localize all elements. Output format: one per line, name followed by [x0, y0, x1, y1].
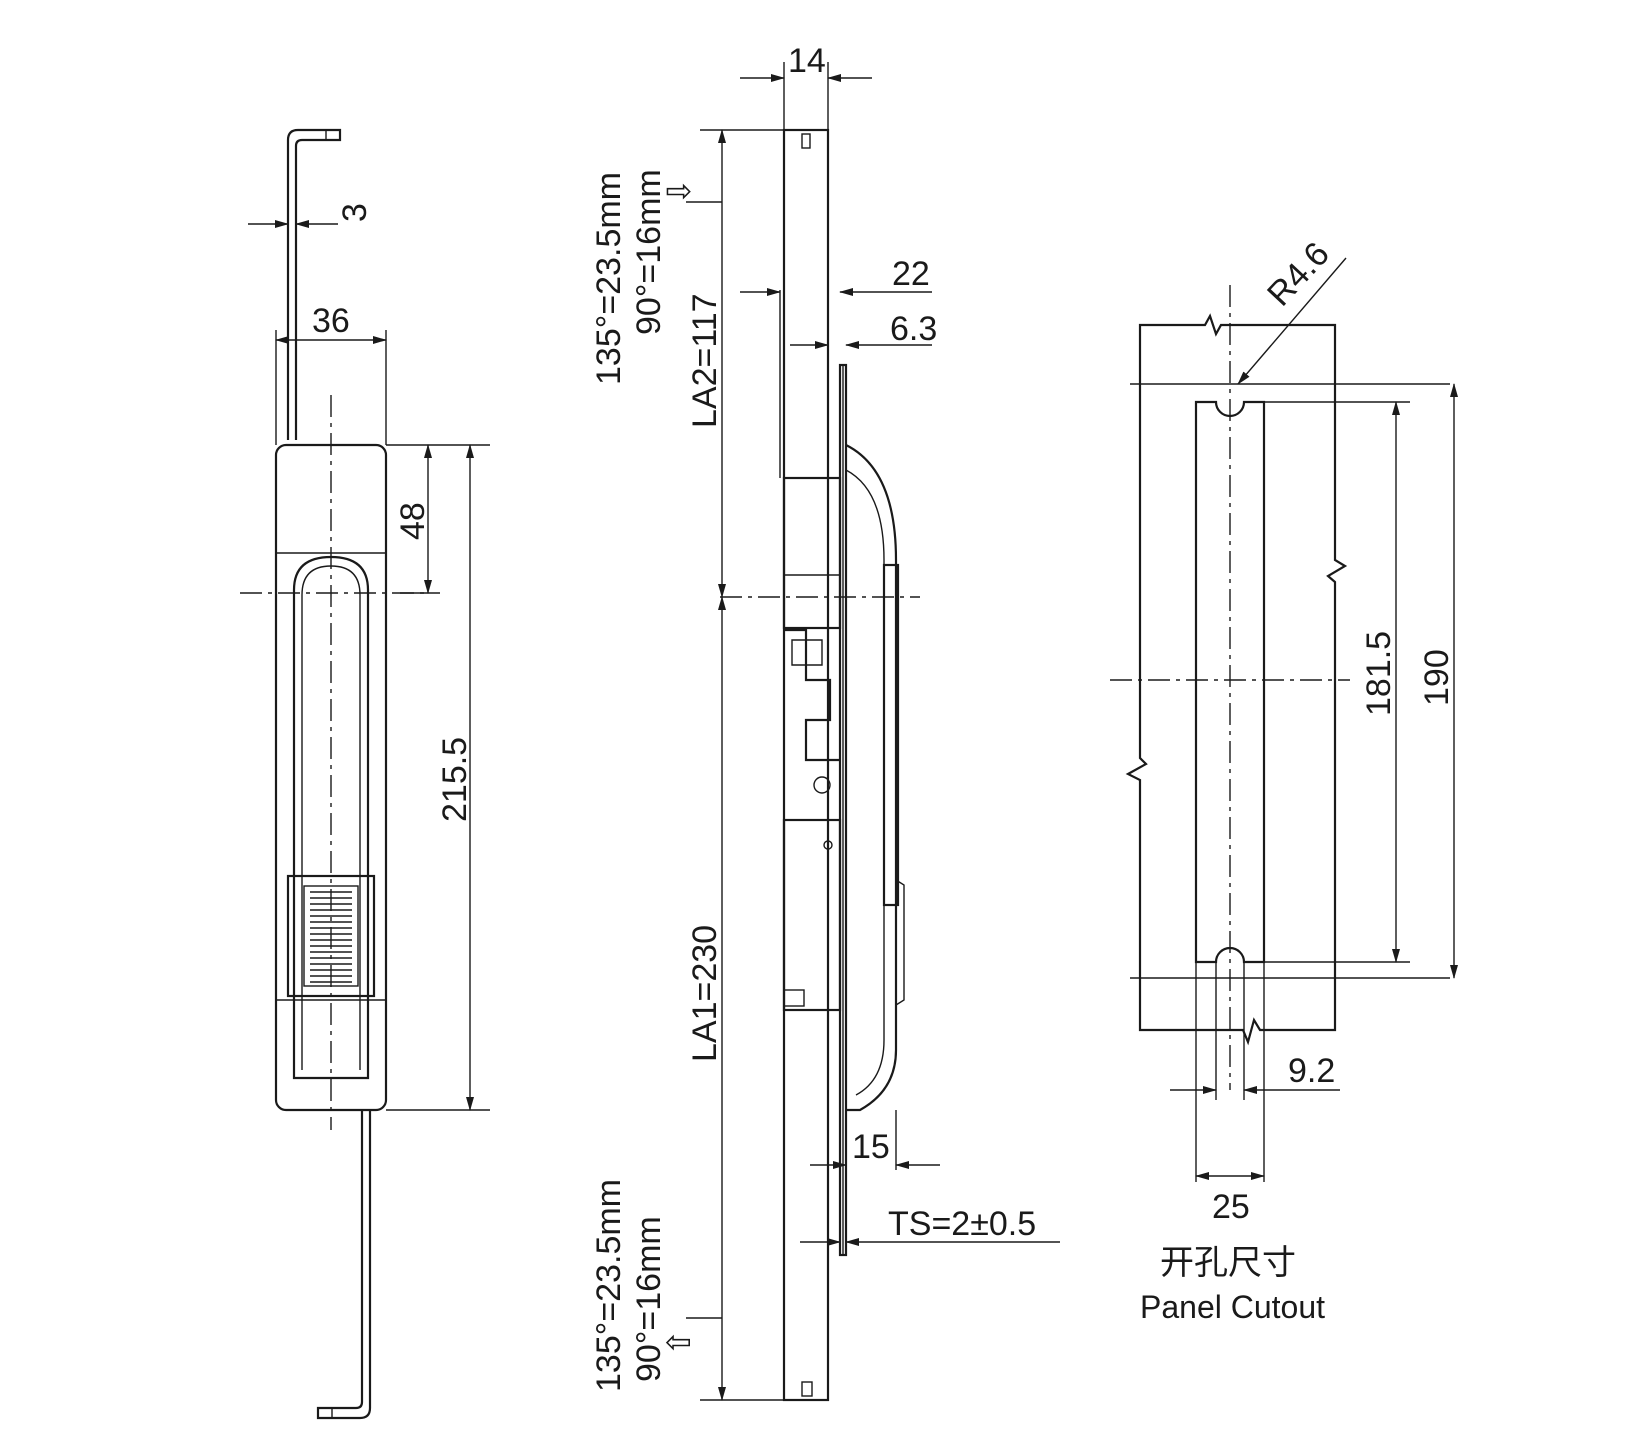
dim-total-height: 215.5 [436, 737, 474, 822]
cutout-title-cn: 开孔尺寸 [1160, 1243, 1296, 1283]
dim-22: 22 [892, 255, 930, 293]
arrow-down-icon: ⇩ [661, 178, 697, 205]
rod-top-line2: 90°=16mm [630, 169, 668, 335]
dim-9-2: 9.2 [1288, 1052, 1335, 1090]
radius-label: R4.6 [1260, 235, 1337, 313]
arrow-up-icon: ⇧ [661, 1329, 697, 1356]
dim-15: 15 [852, 1128, 890, 1166]
rod-top-line1: 135°=23.5mm [590, 172, 628, 385]
la2-label: LA2=117 [686, 293, 724, 428]
rod-bottom-line1: 135°=23.5mm [590, 1179, 628, 1392]
dim-6-3: 6.3 [890, 310, 937, 348]
dim-top-width: 14 [788, 42, 826, 80]
dim-181-5: 181.5 [1360, 631, 1398, 716]
dim-25: 25 [1212, 1188, 1250, 1226]
front-view: 3 36 48 215.5 [240, 128, 490, 1420]
panel-cutout: R4.6 181.5 190 9.2 25 开孔尺寸 Panel Cutout [1110, 235, 1458, 1325]
cutout-title-en: Panel Cutout [1140, 1289, 1325, 1325]
side-view: 14 22 6.3 15 TS=2±0.5 LA2=117 LA1=230 13… [590, 42, 1060, 1402]
dim-top-to-center: 48 [394, 502, 432, 540]
la1-label: LA1=230 [686, 925, 724, 1062]
dim-width: 36 [312, 302, 350, 340]
rod-bottom-line2: 90°=16mm [630, 1216, 668, 1382]
ts-label: TS=2±0.5 [888, 1205, 1036, 1243]
dim-thickness: 3 [336, 203, 374, 222]
dim-190: 190 [1418, 649, 1456, 706]
